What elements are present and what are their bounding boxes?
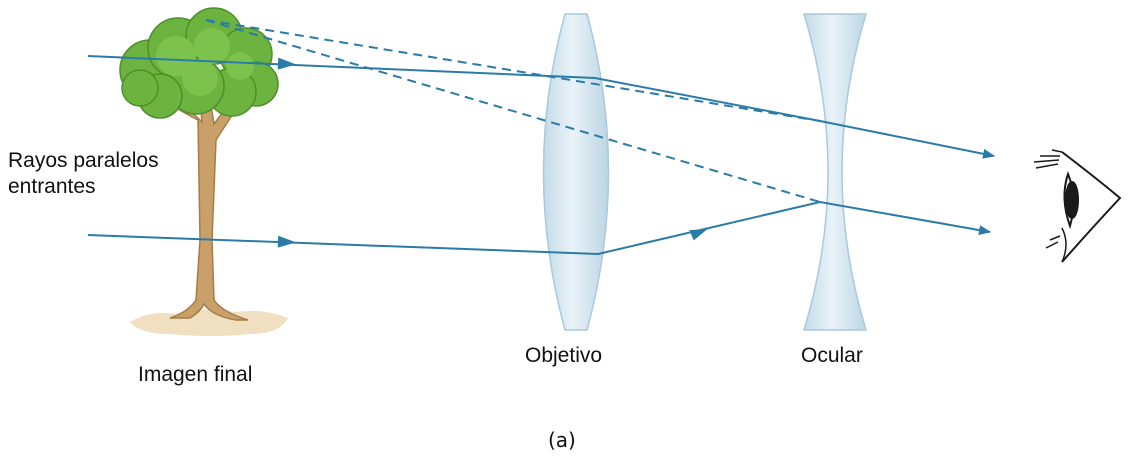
ray-lower <box>87 200 991 256</box>
arrowhead-lower-mid <box>277 235 296 248</box>
eye-icon <box>1033 149 1122 263</box>
ray-direction-arrows <box>277 57 708 248</box>
solid-rays <box>87 55 995 256</box>
arrowhead-lower-between <box>689 229 708 241</box>
objective-label: Objetivo <box>525 344 603 367</box>
dashed-ray-lower <box>205 19 821 203</box>
incoming-rays-label: Rayos paralelos entrantes <box>8 149 159 199</box>
figure-caption: (a) <box>548 428 576 452</box>
objective-lens <box>542 13 610 331</box>
ground-patch <box>130 309 288 336</box>
eyepiece-label: Ocular <box>801 344 863 367</box>
final-image-label: Imagen final <box>138 363 253 386</box>
tree-icon <box>119 7 279 321</box>
eyepiece-lens <box>802 13 868 331</box>
ray-upper <box>87 55 995 159</box>
dashed-ray-upper <box>205 19 821 122</box>
dashed-image-rays <box>205 19 821 203</box>
arrowhead-upper-mid <box>277 57 296 70</box>
